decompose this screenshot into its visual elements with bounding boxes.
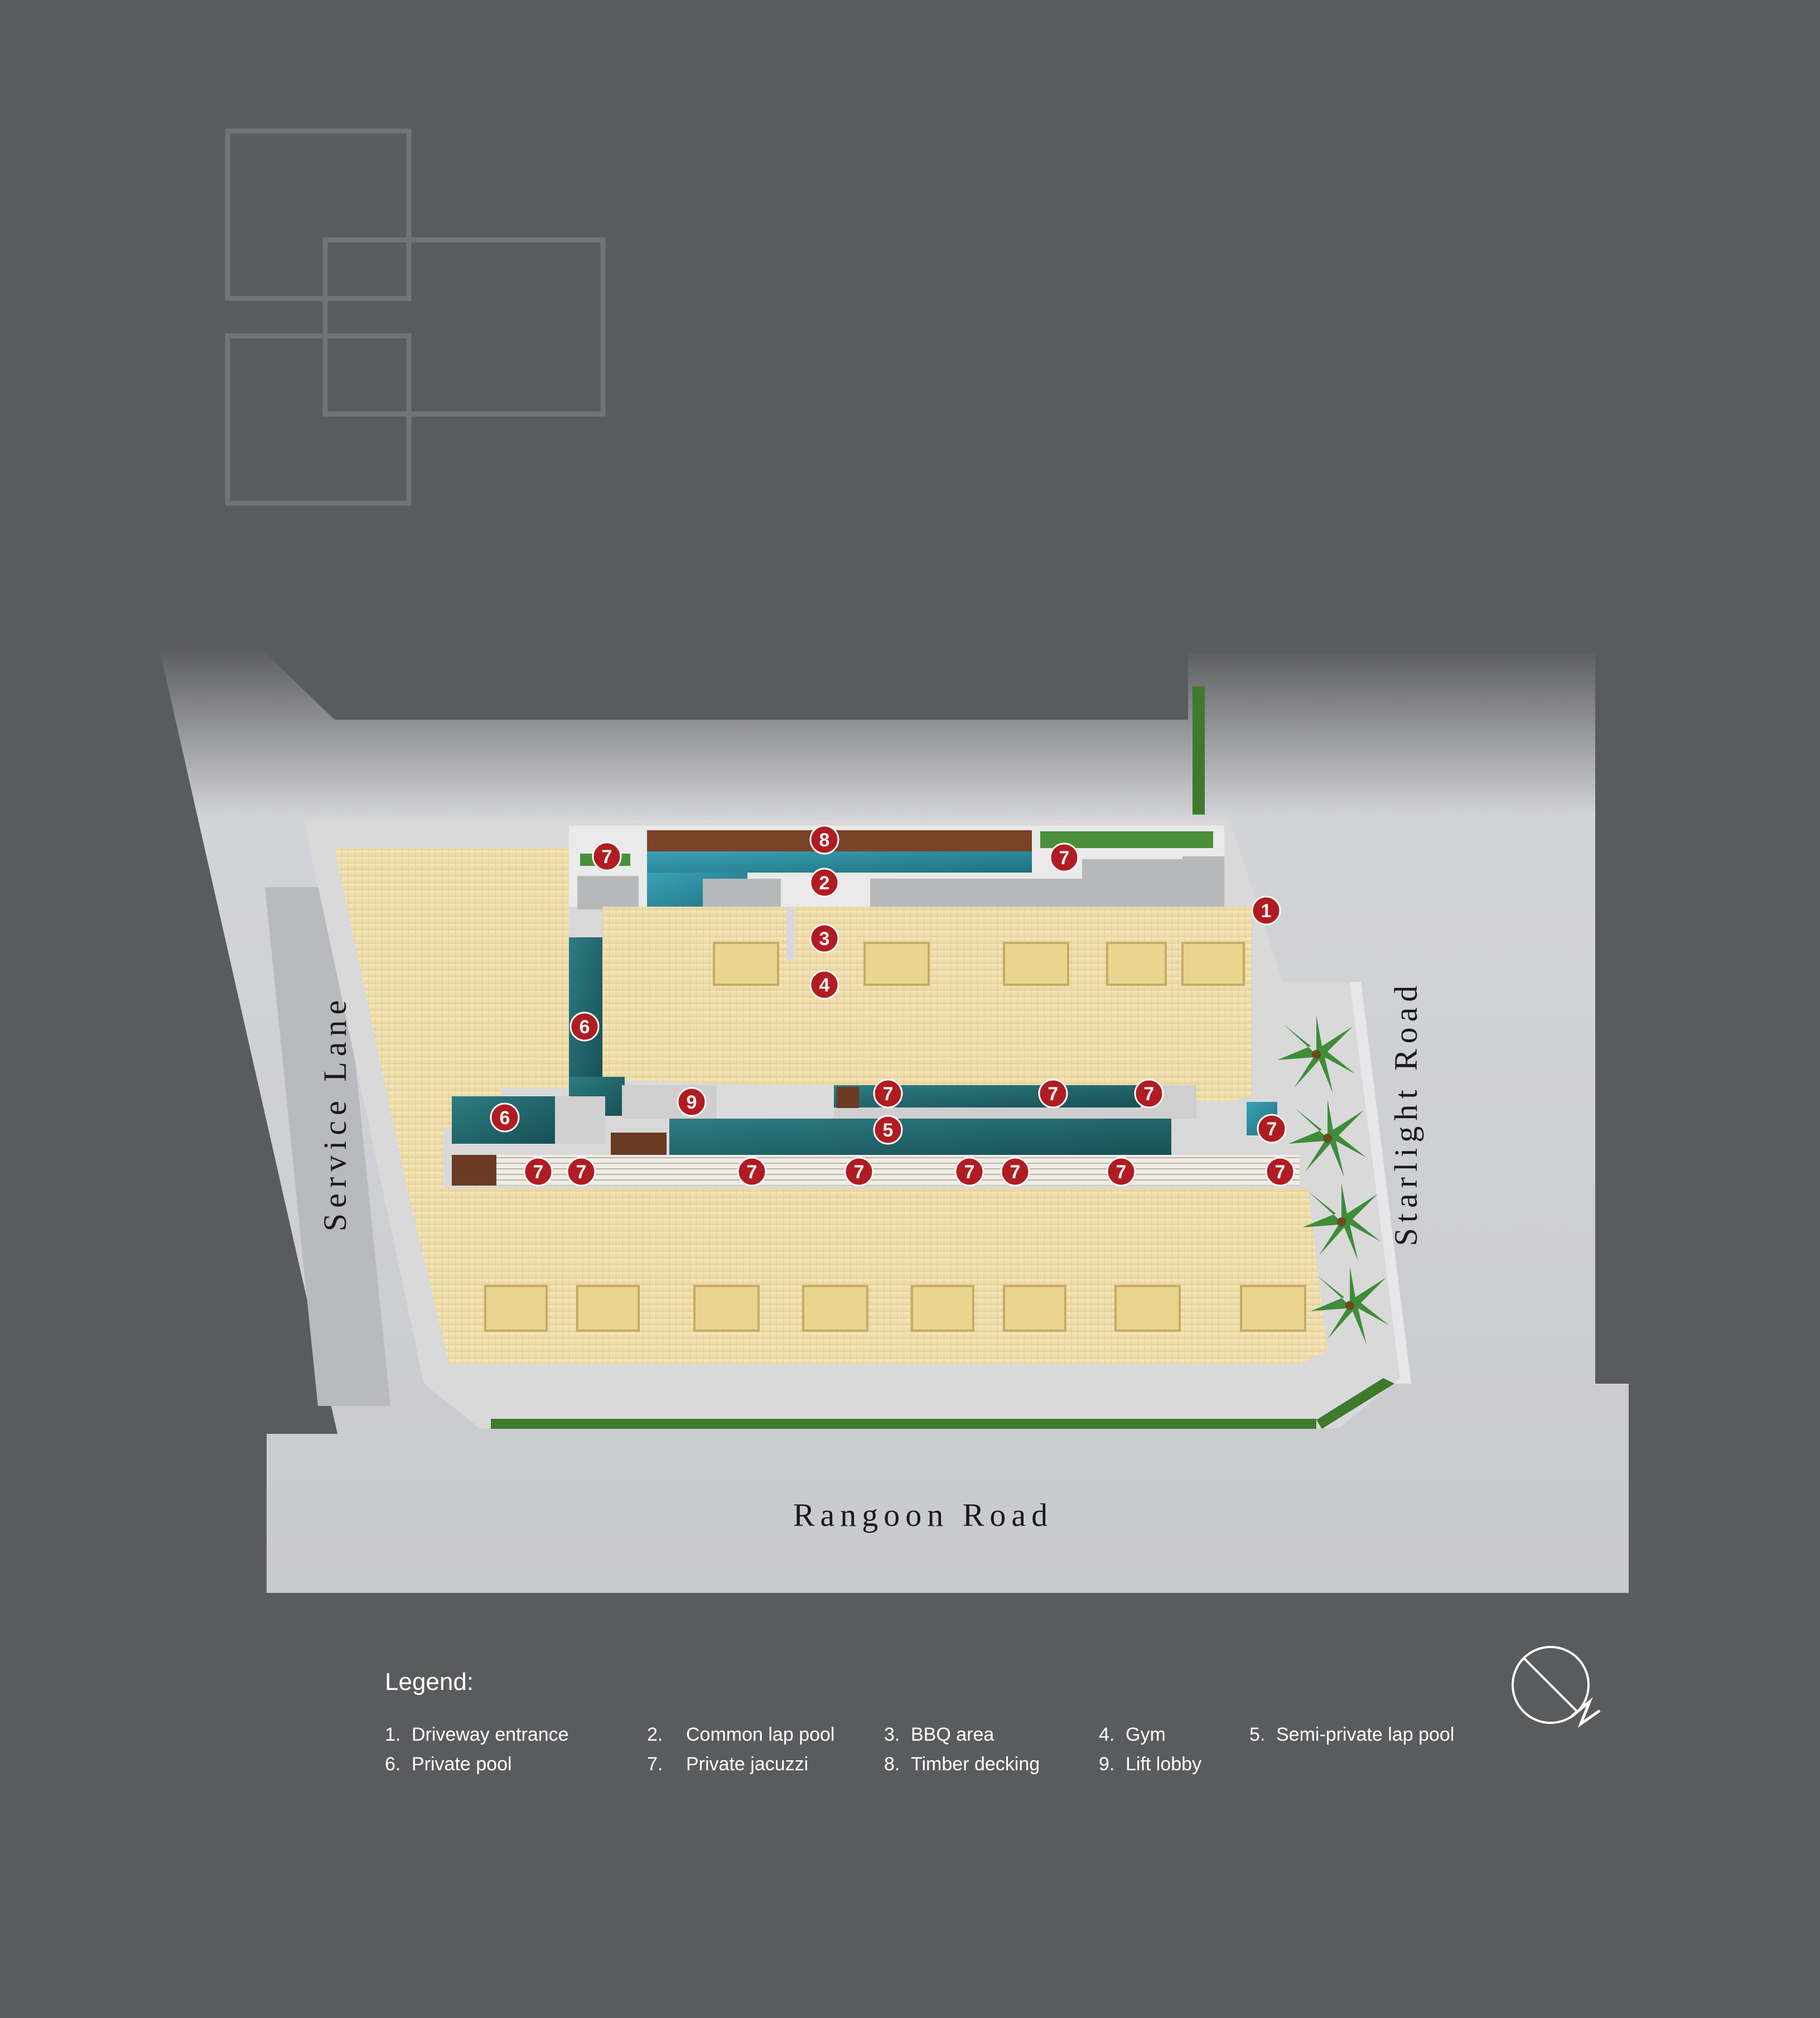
svg-text:8: 8 — [819, 830, 830, 851]
legend: Legend: 1.Driveway entrance 2.Common lap… — [385, 1668, 1556, 1775]
legend-grid: 1.Driveway entrance 2.Common lap pool 3.… — [385, 1724, 1556, 1775]
left-edge — [159, 647, 337, 1434]
marker-jacuzzi[interactable]: 7 — [1106, 1157, 1136, 1187]
svg-text:7: 7 — [1059, 847, 1070, 869]
svg-text:9: 9 — [687, 1092, 697, 1113]
marker-private-pool-north[interactable]: 6 — [569, 1012, 600, 1042]
north-strip — [569, 826, 1224, 912]
roof-block-south — [407, 1188, 1327, 1364]
marker-jacuzzi[interactable]: 7 — [523, 1157, 553, 1187]
timber-decking-area — [647, 830, 1032, 851]
marker-timber-decking[interactable]: 8 — [809, 825, 839, 855]
service-lane-label: Service Lane — [317, 995, 353, 1231]
marker-jacuzzi[interactable]: 7 — [1134, 1078, 1164, 1109]
legend-title: Legend: — [385, 1668, 474, 1696]
svg-text:7: 7 — [854, 1162, 865, 1183]
svg-text:7: 7 — [576, 1162, 587, 1183]
marker-gym[interactable]: 4 — [809, 970, 839, 1000]
svg-text:4: 4 — [819, 975, 830, 996]
roof-block-west — [335, 848, 569, 1188]
svg-text:7: 7 — [1267, 1119, 1277, 1140]
svg-text:7: 7 — [1275, 1162, 1286, 1183]
svg-text:7: 7 — [1144, 1083, 1155, 1105]
rangoon-road-label: Rangoon Road — [793, 1497, 1053, 1533]
svg-text:7: 7 — [964, 1162, 975, 1183]
marker-jacuzzi[interactable]: 7 — [954, 1157, 984, 1187]
palm-trees — [1277, 1015, 1389, 1345]
marker-jacuzzi[interactable]: 7 — [1265, 1157, 1295, 1187]
marker-jacuzzi[interactable]: 7 — [1049, 842, 1079, 873]
roof-block-upper — [602, 907, 1252, 1102]
legend-item: 4.Gym — [1099, 1724, 1166, 1745]
north-arrow-icon — [1512, 1646, 1601, 1728]
svg-text:2: 2 — [819, 873, 830, 894]
legend-item: 3.BBQ area — [884, 1724, 995, 1745]
svg-text:7: 7 — [883, 1083, 894, 1105]
marker-jacuzzi[interactable]: 7 — [1038, 1078, 1068, 1109]
svg-text:3: 3 — [819, 928, 830, 950]
marker-semi-private-lap-pool[interactable]: 5 — [873, 1115, 903, 1145]
logo-squares — [225, 128, 606, 506]
svg-text:7: 7 — [1116, 1162, 1127, 1183]
skylights-lower — [484, 1285, 1306, 1332]
greenery — [491, 686, 1394, 1429]
marker-bbq-area[interactable]: 3 — [809, 923, 839, 953]
legend-item: 9.Lift lobby — [1099, 1754, 1202, 1775]
marker-jacuzzi[interactable]: 7 — [844, 1157, 874, 1187]
svg-text:7: 7 — [747, 1162, 757, 1183]
svg-text:5: 5 — [883, 1120, 894, 1141]
legend-item: 2.Common lap pool — [647, 1724, 835, 1745]
svg-text:7: 7 — [1048, 1083, 1059, 1105]
common-lap-pool-area — [647, 851, 1032, 873]
legend-item: 5.Semi-private lap pool — [1249, 1724, 1455, 1745]
marker-jacuzzi[interactable]: 7 — [737, 1157, 767, 1187]
marker-driveway-entrance[interactable]: 1 — [1251, 895, 1281, 926]
legend-item: 7.Private jacuzzi — [647, 1754, 809, 1775]
marker-jacuzzi[interactable]: 7 — [1000, 1157, 1030, 1187]
right-edge — [1595, 653, 1662, 1384]
deck-timber-west — [452, 1155, 496, 1186]
amenity-markers: 1 8 2 3 4 5 6 6 — [490, 825, 1295, 1187]
svg-text:6: 6 — [580, 1017, 590, 1038]
marker-jacuzzi[interactable]: 7 — [592, 841, 622, 871]
legend-item: 1.Driveway entrance — [385, 1724, 569, 1745]
marker-lift-lobby[interactable]: 9 — [677, 1087, 707, 1117]
skylights-upper — [713, 942, 1245, 986]
svg-text:6: 6 — [500, 1107, 510, 1129]
legend-item: 6.Private pool — [385, 1754, 512, 1775]
starlight-road-label: Starlight Road — [1388, 980, 1424, 1246]
svg-text:7: 7 — [533, 1162, 544, 1183]
svg-text:1: 1 — [1261, 900, 1272, 922]
marker-common-lap-pool[interactable]: 2 — [809, 868, 839, 898]
marker-jacuzzi[interactable]: 7 — [1257, 1114, 1287, 1144]
marker-jacuzzi[interactable]: 7 — [873, 1078, 903, 1109]
service-lane-strip — [265, 887, 390, 1406]
svg-text:7: 7 — [1010, 1162, 1021, 1183]
legend-item: 8.Timber decking — [884, 1754, 1040, 1775]
marker-private-pool-west[interactable]: 6 — [490, 1102, 520, 1133]
marker-jacuzzi[interactable]: 7 — [566, 1157, 596, 1187]
svg-text:7: 7 — [602, 846, 612, 868]
